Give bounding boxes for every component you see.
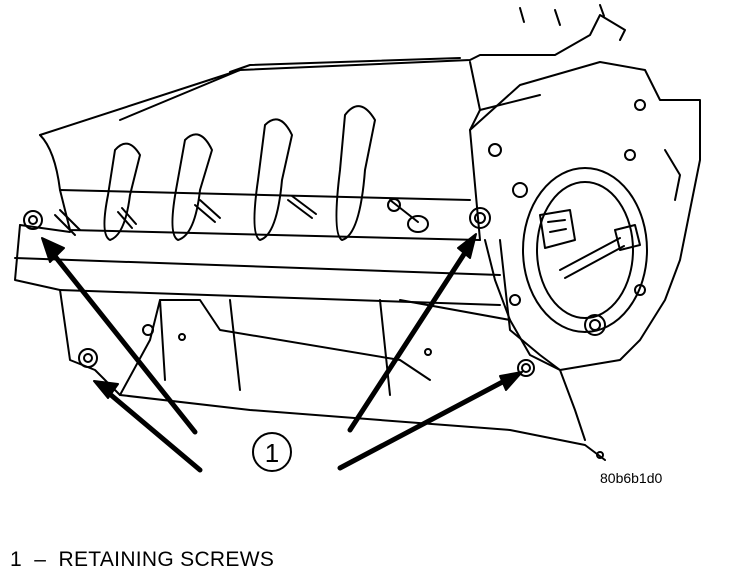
callout-1: 1 [252, 432, 292, 472]
engine-block-diagram: 1 [14, 4, 701, 473]
figure-reference-code: 80b6b1d0 [600, 470, 663, 486]
arrow-to-lower-right-screw [337, 375, 513, 471]
head-bolts [54, 195, 429, 236]
block-skirt [14, 224, 606, 461]
legend-item: 1 – RETAINING SCREWS [10, 548, 274, 572]
arrow-to-lower-left-screw [102, 387, 203, 473]
screw-lower-left [78, 348, 98, 368]
screw-upper-left [23, 210, 43, 230]
deck-face [39, 105, 481, 241]
legend-label: RETAINING SCREWS [58, 548, 275, 571]
arrow-to-upper-right-screw [347, 242, 473, 433]
pointer-arrows [41, 233, 523, 473]
legend-separator: – [34, 548, 47, 571]
arrow-to-upper-left-screw [47, 247, 198, 435]
retaining-screws [23, 207, 535, 377]
block-top [39, 4, 626, 136]
screw-upper-right [469, 207, 491, 229]
screw-lower-right [517, 359, 535, 377]
block-end-face [469, 61, 701, 371]
callout-number: 1 [265, 438, 279, 468]
legend-number: 1 [10, 548, 22, 571]
